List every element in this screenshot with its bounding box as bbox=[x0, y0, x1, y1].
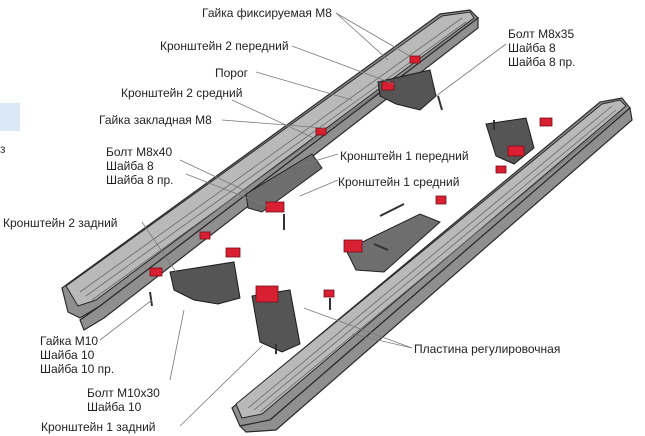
running-board-right bbox=[231, 97, 633, 433]
bracket-1-middle bbox=[343, 195, 447, 273]
label-bracket-2-front: Кронштейн 2 передний bbox=[160, 39, 289, 53]
bracket-1-rear bbox=[251, 285, 335, 354]
label-bracket-1-middle: Кронштейн 1 средний bbox=[338, 175, 460, 189]
bracket-2-front bbox=[377, 55, 443, 111]
label-nut-fixed-m8: Гайка фиксируемая М8 bbox=[202, 6, 332, 20]
leader-lines bbox=[99, 12, 507, 427]
label-adjusting-plate: Пластина регулировочная bbox=[414, 342, 561, 356]
label-bracket-1-front: Кронштейн 1 передний bbox=[340, 149, 469, 163]
side-mark: з bbox=[0, 142, 6, 156]
side-tab bbox=[0, 103, 20, 131]
label-bolt-m10x30-group: Болт М10х30 Шайба 10 bbox=[87, 386, 160, 414]
label-bolt-m8x40-group: Болт М8х40 Шайба 8 Шайба 8 пр. bbox=[106, 145, 174, 187]
label-bracket-2-rear: Кронштейн 2 задний bbox=[3, 216, 118, 230]
label-nut-m10-group: Гайка М10 Шайба 10 Шайба 10 пр. bbox=[40, 334, 115, 376]
label-bracket-2-middle: Кронштейн 2 средний bbox=[121, 86, 243, 100]
bracket-2-rear bbox=[149, 231, 241, 307]
bracket-1-front bbox=[485, 117, 553, 174]
label-embedded-nut-m8: Гайка закладная М8 bbox=[99, 113, 212, 127]
bracket-2-middle bbox=[245, 127, 327, 230]
label-sill: Порог bbox=[215, 66, 249, 80]
label-bracket-1-rear: Кронштейн 1 задний bbox=[41, 420, 156, 434]
label-bolt-m8x35-group: Болт М8х35 Шайба 8 Шайба 8 пр. bbox=[508, 27, 576, 69]
